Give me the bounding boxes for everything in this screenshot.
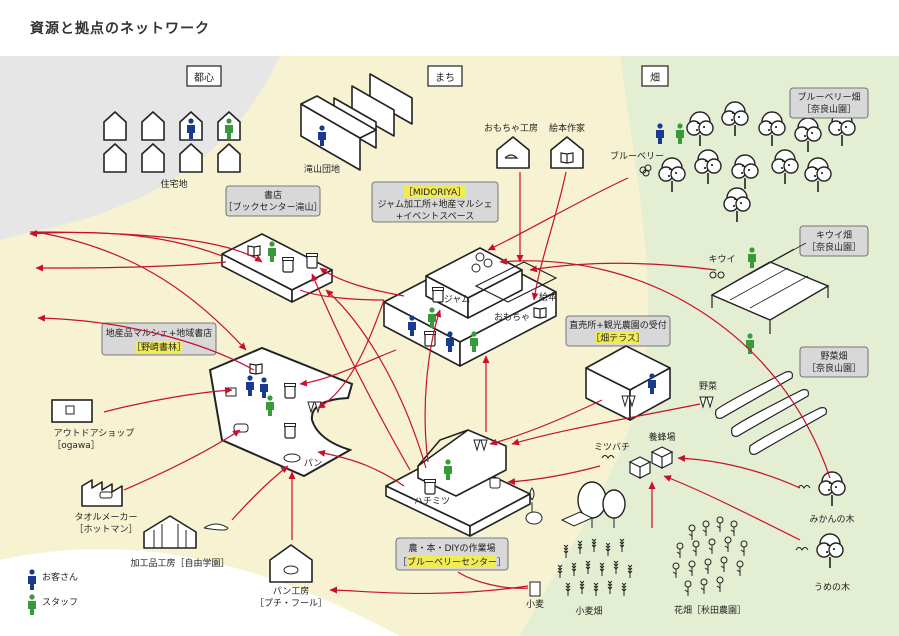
towel-maker: タオルメーカー ［ホットマン］ bbox=[74, 479, 138, 535]
svg-text:［畑テラス］: ［畑テラス］ bbox=[591, 332, 645, 344]
hatake-terrace: 直売所+観光農園の受付 ［畑テラス］ bbox=[565, 315, 671, 421]
blueberry-label: ブルーベリー bbox=[610, 150, 664, 162]
white-swoosh bbox=[0, 549, 400, 636]
legend: お客さん スタッフ bbox=[28, 569, 78, 615]
svg-text:キウイ畑: キウイ畑 bbox=[816, 229, 852, 241]
forest-near-apiary bbox=[525, 481, 626, 528]
nosaki-box: 地産品マルシェ+地域書店 ［野崎書林］ bbox=[101, 322, 217, 356]
danchi-buildings: 滝山団地 bbox=[300, 73, 413, 175]
bakery: パン工房 ［プチ・フール］ bbox=[255, 544, 327, 609]
svg-text:［奈良山園］: ［奈良山園］ bbox=[802, 103, 856, 115]
svg-text:+イベントスペース: +イベントスペース bbox=[396, 212, 474, 222]
mikan-label: みかんの木 bbox=[809, 513, 854, 525]
city-zone-bg bbox=[0, 56, 280, 240]
wheat-label: 小麦 bbox=[526, 598, 544, 610]
vegetable-field: 野菜畑 ［奈良山園］ 野菜 bbox=[699, 333, 869, 455]
flower-field: 花畑［秋田農園］ bbox=[672, 516, 748, 616]
outdoor-shop-sub: ［ogawa］ bbox=[52, 440, 100, 451]
wheat-field: 小麦畑 小麦 bbox=[526, 538, 633, 617]
bakery-label: パン工房 bbox=[273, 585, 309, 597]
picturebook-author: 絵本作家 bbox=[549, 122, 585, 169]
vegetables-label: 野菜 bbox=[699, 380, 717, 392]
processing-label: 加工品工房［自由学園］ bbox=[130, 557, 229, 569]
svg-text:書店: 書店 bbox=[264, 189, 282, 201]
towel-maker-sub: ［ホットマン］ bbox=[74, 524, 137, 535]
svg-text:［ブルーベリーセンター］: ［ブルーベリーセンター］ bbox=[398, 556, 506, 568]
toys-label: おもちゃ bbox=[494, 312, 530, 323]
blueberry-field-trees: ブルーベリー bbox=[610, 101, 856, 223]
jam-label: ジャム bbox=[444, 294, 471, 305]
zone-tab-town: まち bbox=[427, 65, 463, 87]
legend-customer: お客さん bbox=[42, 571, 78, 583]
kiwi-field: キウイ畑 ［奈良山園］ キウイ bbox=[708, 225, 869, 334]
page-title: 資源と拠点のネットワーク bbox=[30, 21, 210, 37]
wheat-field-label: 小麦畑 bbox=[575, 605, 602, 617]
svg-text:野菜畑: 野菜畑 bbox=[820, 350, 847, 362]
svg-text:［MIDORIYA］: ［MIDORIYA］ bbox=[404, 187, 466, 198]
bookstore-building bbox=[221, 233, 333, 303]
housing-cluster: 住宅地 bbox=[103, 111, 241, 190]
author-label: 絵本作家 bbox=[549, 122, 585, 134]
towel-maker-label: タオルメーカー bbox=[74, 512, 137, 523]
svg-text:［野崎書林］: ［野崎書林］ bbox=[132, 341, 186, 353]
zone-city-label: 都心 bbox=[194, 72, 214, 84]
bread-label: パン bbox=[304, 458, 322, 469]
housing-label: 住宅地 bbox=[160, 178, 187, 190]
apiary: ミツバチ 養蜂場 bbox=[594, 431, 676, 479]
toy-workshop: おもちゃ工房 bbox=[484, 122, 538, 169]
bee-label: ミツバチ bbox=[594, 442, 630, 453]
outdoor-shop: アウトドアショップ ［ogawa］ bbox=[51, 399, 135, 451]
legend-staff: スタッフ bbox=[42, 597, 78, 608]
svg-text:［奈良山園］: ［奈良山園］ bbox=[807, 241, 861, 253]
apiary-label: 養蜂場 bbox=[648, 431, 675, 443]
fruit-trees: みかんの木 うめの木 bbox=[795, 471, 855, 593]
picturebook-label: 絵本 bbox=[539, 291, 557, 303]
zone-field-label: 畑 bbox=[650, 71, 660, 84]
svg-text:ジャム加工所+地産マルシェ: ジャム加工所+地産マルシェ bbox=[377, 198, 492, 210]
flow-arrows bbox=[29, 171, 831, 593]
danchi-label: 滝山団地 bbox=[304, 163, 340, 175]
blueberry-center-building: ハチミツ bbox=[385, 429, 531, 537]
flower-field-label: 花畑［秋田農園］ bbox=[674, 604, 746, 616]
outdoor-shop-label: アウトドアショップ bbox=[54, 428, 135, 439]
toy-workshop-label: おもちゃ工房 bbox=[484, 122, 538, 134]
zone-tab-field: 畑 bbox=[641, 65, 669, 87]
zone-town-label: まち bbox=[435, 72, 455, 84]
zone-tab-city: 都心 bbox=[186, 65, 222, 87]
svg-text:農・本・DIYの作業場: 農・本・DIYの作業場 bbox=[408, 542, 495, 554]
svg-text:［ブックセンター滝山］: ［ブックセンター滝山］ bbox=[223, 201, 322, 213]
svg-text:［奈良山園］: ［奈良山園］ bbox=[807, 362, 861, 374]
bakery-sub: ［プチ・フール］ bbox=[255, 598, 327, 609]
bookstore-box: 書店 ［ブックセンター滝山］ bbox=[223, 185, 323, 217]
kiwi-label: キウイ bbox=[708, 254, 735, 265]
svg-text:直売所+観光農園の受付: 直売所+観光農園の受付 bbox=[569, 319, 667, 331]
svg-text:地産品マルシェ+地域書店: 地産品マルシェ+地域書店 bbox=[106, 327, 213, 339]
svg-text:ブルーベリー畑: ブルーベリー畑 bbox=[797, 91, 860, 103]
processing-workshop: 加工品工房［自由学園］ bbox=[130, 515, 230, 569]
midoriya-box: ［MIDORIYA］ ジャム加工所+地産マルシェ +イベントスペース bbox=[371, 181, 499, 223]
blueberry-center-box: 農・本・DIYの作業場 ［ブルーベリーセンター］ bbox=[395, 537, 509, 571]
midoriya-building: ジャム 絵本 おもちゃ bbox=[383, 247, 558, 367]
honey-label: ハチミツ bbox=[414, 496, 450, 507]
blueberry-field-box: ブルーベリー畑 ［奈良山園］ bbox=[789, 87, 869, 119]
ume-label: うめの木 bbox=[814, 581, 850, 593]
